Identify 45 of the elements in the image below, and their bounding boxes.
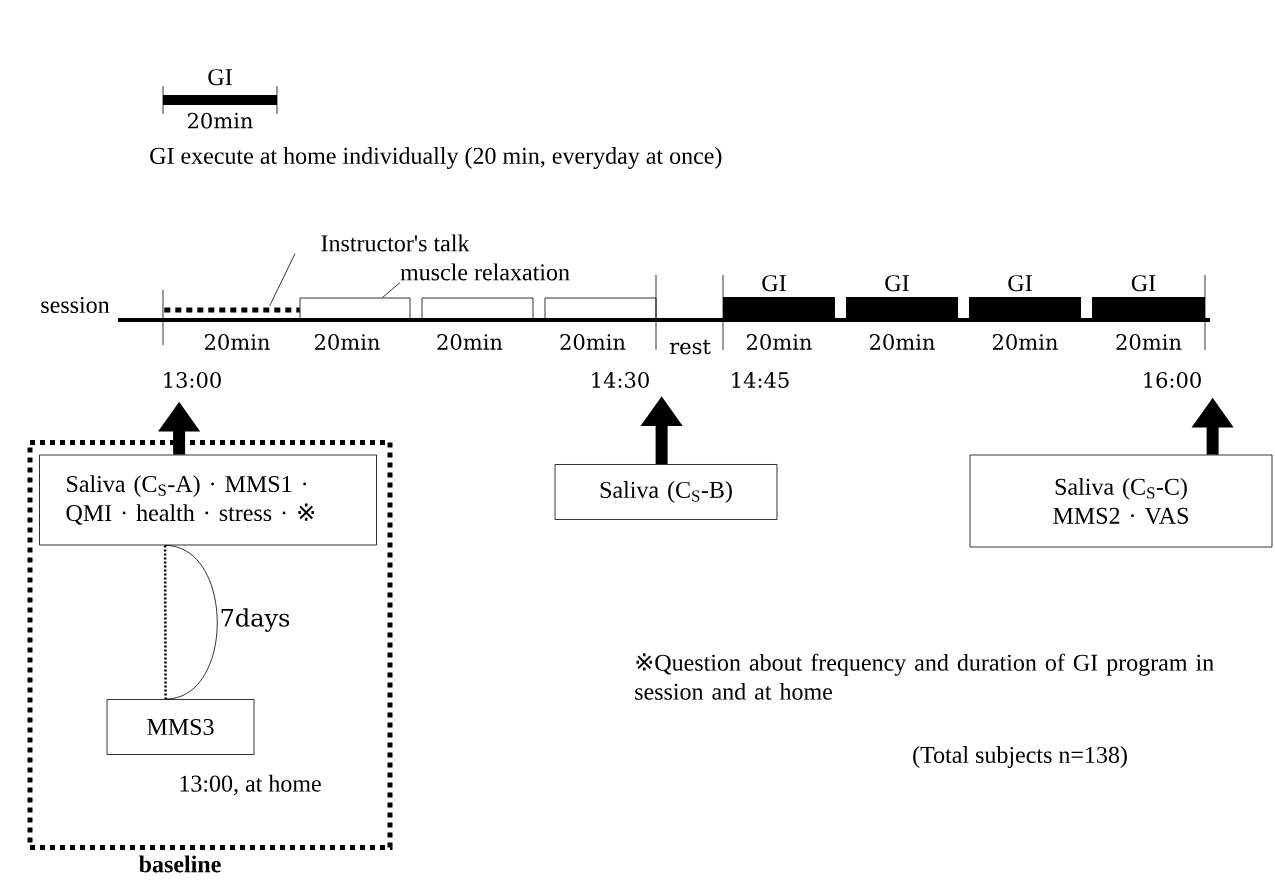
gi-bar: GI <box>969 275 1081 320</box>
gi-bar: GI <box>846 275 958 320</box>
connector-line <box>163 545 167 700</box>
time-label: 13:00 <box>164 372 221 388</box>
gi-bar: GI <box>1092 275 1205 320</box>
annotation: Instructor's talk <box>321 234 470 252</box>
duration-label: 20min <box>315 334 380 350</box>
annotation: muscle relaxation <box>400 263 570 281</box>
duration-label: 20min <box>993 334 1058 350</box>
node-label: GI <box>885 275 909 292</box>
time-label: 16:00 <box>1144 372 1201 388</box>
duration-label: 20min <box>560 334 626 350</box>
footnote: (Total subjects n=138) <box>913 746 1127 768</box>
gi-bar: GI 20min <box>163 69 277 129</box>
edge-label: 7days <box>218 607 292 633</box>
node-label: GI <box>1131 275 1156 292</box>
gi-bar: GI <box>723 275 835 320</box>
group-label: baseline <box>138 855 221 873</box>
leader-line <box>382 282 401 298</box>
connector-line <box>164 545 218 700</box>
time-label: 14:30 <box>592 372 649 388</box>
time-label: rest <box>669 339 711 355</box>
session-box <box>544 297 657 321</box>
node-label: 20min <box>188 112 253 129</box>
duration-label: 20min <box>1116 334 1182 350</box>
row-label: session <box>41 296 110 314</box>
measure-box: Saliva (C$_{S}$-A) · MMS1 · QMI · health · stress · ※ <box>39 454 377 546</box>
duration-label: 20min <box>870 334 935 350</box>
node-label: GI <box>1008 275 1032 292</box>
measure-box: Saliva (C$_{S}$-B) <box>554 464 778 520</box>
duration-label: 20min <box>205 334 270 350</box>
node-label: GI <box>762 275 786 292</box>
note-text: 13:00, at home <box>180 774 321 796</box>
caption-text: GI execute at home individually (20 min, everyday at once) <box>150 147 722 169</box>
session-box <box>421 297 534 321</box>
duration-label: 20min <box>747 334 812 350</box>
footnote: ※Question about frequency and duration of GI program in session and at home <box>635 653 1214 700</box>
measure-box: MMS3 <box>106 699 255 755</box>
duration-label: 20min <box>437 334 503 350</box>
dotted-bar <box>164 307 300 313</box>
node-label: GI <box>208 69 232 86</box>
leader-line <box>269 253 296 307</box>
measure-box: Saliva (C$_{S}$-C) MMS2 · VAS <box>969 454 1273 548</box>
time-label: 14:45 <box>732 372 789 388</box>
session-box <box>299 297 411 321</box>
